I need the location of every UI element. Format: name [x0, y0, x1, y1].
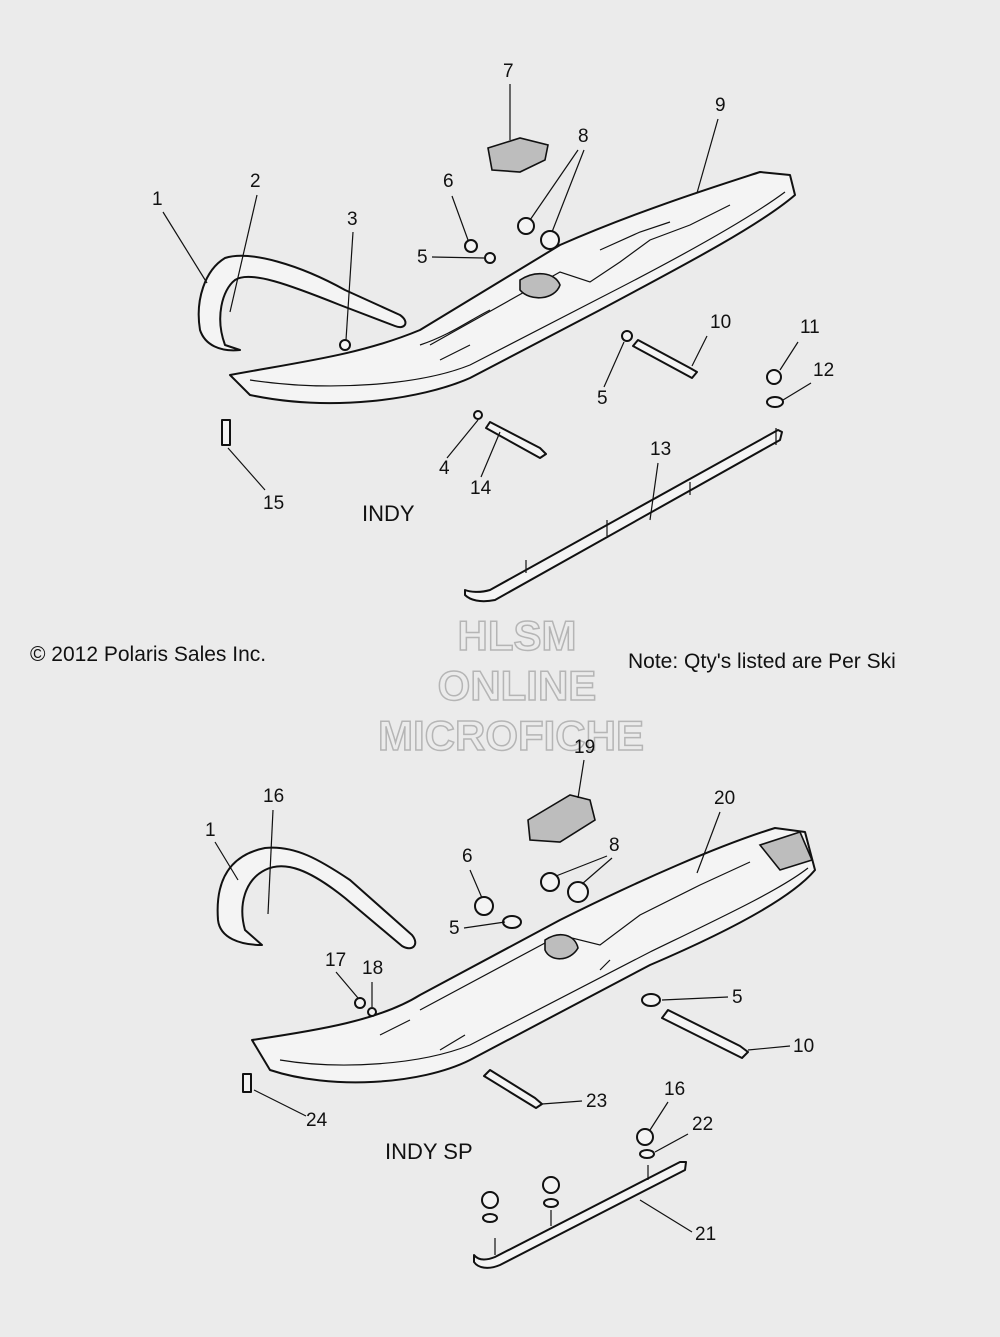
- callout-label: 5: [417, 247, 428, 268]
- indy-sp-title: INDY SP: [385, 1139, 473, 1164]
- callout-label: 12: [813, 360, 834, 381]
- handle-indy-sp: [216, 846, 417, 950]
- saddle-indy: [487, 137, 549, 173]
- callout-label: 5: [732, 987, 743, 1008]
- saddle-indy-sp: [527, 794, 596, 843]
- callout-label: 10: [793, 1036, 814, 1057]
- watermark: HLSM ONLINE MICROFICHE: [377, 611, 645, 760]
- callout-label: 7: [503, 61, 514, 82]
- callout-label: 21: [695, 1224, 716, 1245]
- callout-label: 9: [715, 95, 726, 116]
- callout-label: 16: [664, 1079, 685, 1100]
- copyright-text: © 2012 Polaris Sales Inc.: [30, 643, 266, 666]
- callout-label: 8: [578, 126, 589, 147]
- callout-label: 18: [362, 958, 383, 979]
- watermark-line: HLSM: [458, 612, 577, 659]
- ski-body-indy-sp: [251, 827, 816, 1084]
- runner-indy: [464, 429, 783, 603]
- watermark-line: ONLINE: [438, 662, 597, 709]
- callout-label: 20: [714, 788, 735, 809]
- callout-label: 6: [462, 846, 473, 867]
- callout-label: 11: [800, 317, 820, 338]
- handle-indy: [197, 254, 407, 352]
- watermark-line: MICROFICHE: [378, 712, 644, 759]
- callout-label: 23: [586, 1091, 607, 1112]
- callout-label: 1: [205, 820, 216, 841]
- callout-label: 17: [325, 950, 346, 971]
- callout-label: 3: [347, 209, 358, 230]
- qty-note: Note: Qty's listed are Per Ski: [628, 650, 896, 673]
- callout-label: 5: [449, 918, 460, 939]
- callout-label: 5: [597, 388, 608, 409]
- ski-body-indy: [229, 171, 796, 405]
- callout-label: 4: [439, 458, 450, 479]
- callout-label: 1: [152, 189, 163, 210]
- indy-sp-callouts: 1 16 17 18 5 5 6 19 8 20 10 16 22 21 23 …: [205, 737, 814, 1245]
- indy-sp-assembly: [216, 794, 816, 1269]
- callout-label: 22: [692, 1114, 713, 1135]
- callout-label: 14: [470, 478, 492, 499]
- callout-label: 19: [574, 737, 595, 758]
- callout-label: 10: [710, 312, 731, 333]
- callout-label: 6: [443, 171, 454, 192]
- callout-label: 15: [263, 493, 284, 514]
- indy-callouts: 1 2 3 4 5 5 6 7 8 9 10 11 12 13 14 15: [152, 61, 834, 521]
- callout-label: 24: [306, 1110, 328, 1131]
- indy-assembly: [197, 137, 796, 603]
- runner-indy-sp: [473, 1161, 687, 1269]
- callout-label: 2: [250, 171, 261, 192]
- indy-title: INDY: [362, 501, 415, 526]
- callout-label: 8: [609, 835, 620, 856]
- callout-label: 13: [650, 439, 671, 460]
- callout-label: 16: [263, 786, 284, 807]
